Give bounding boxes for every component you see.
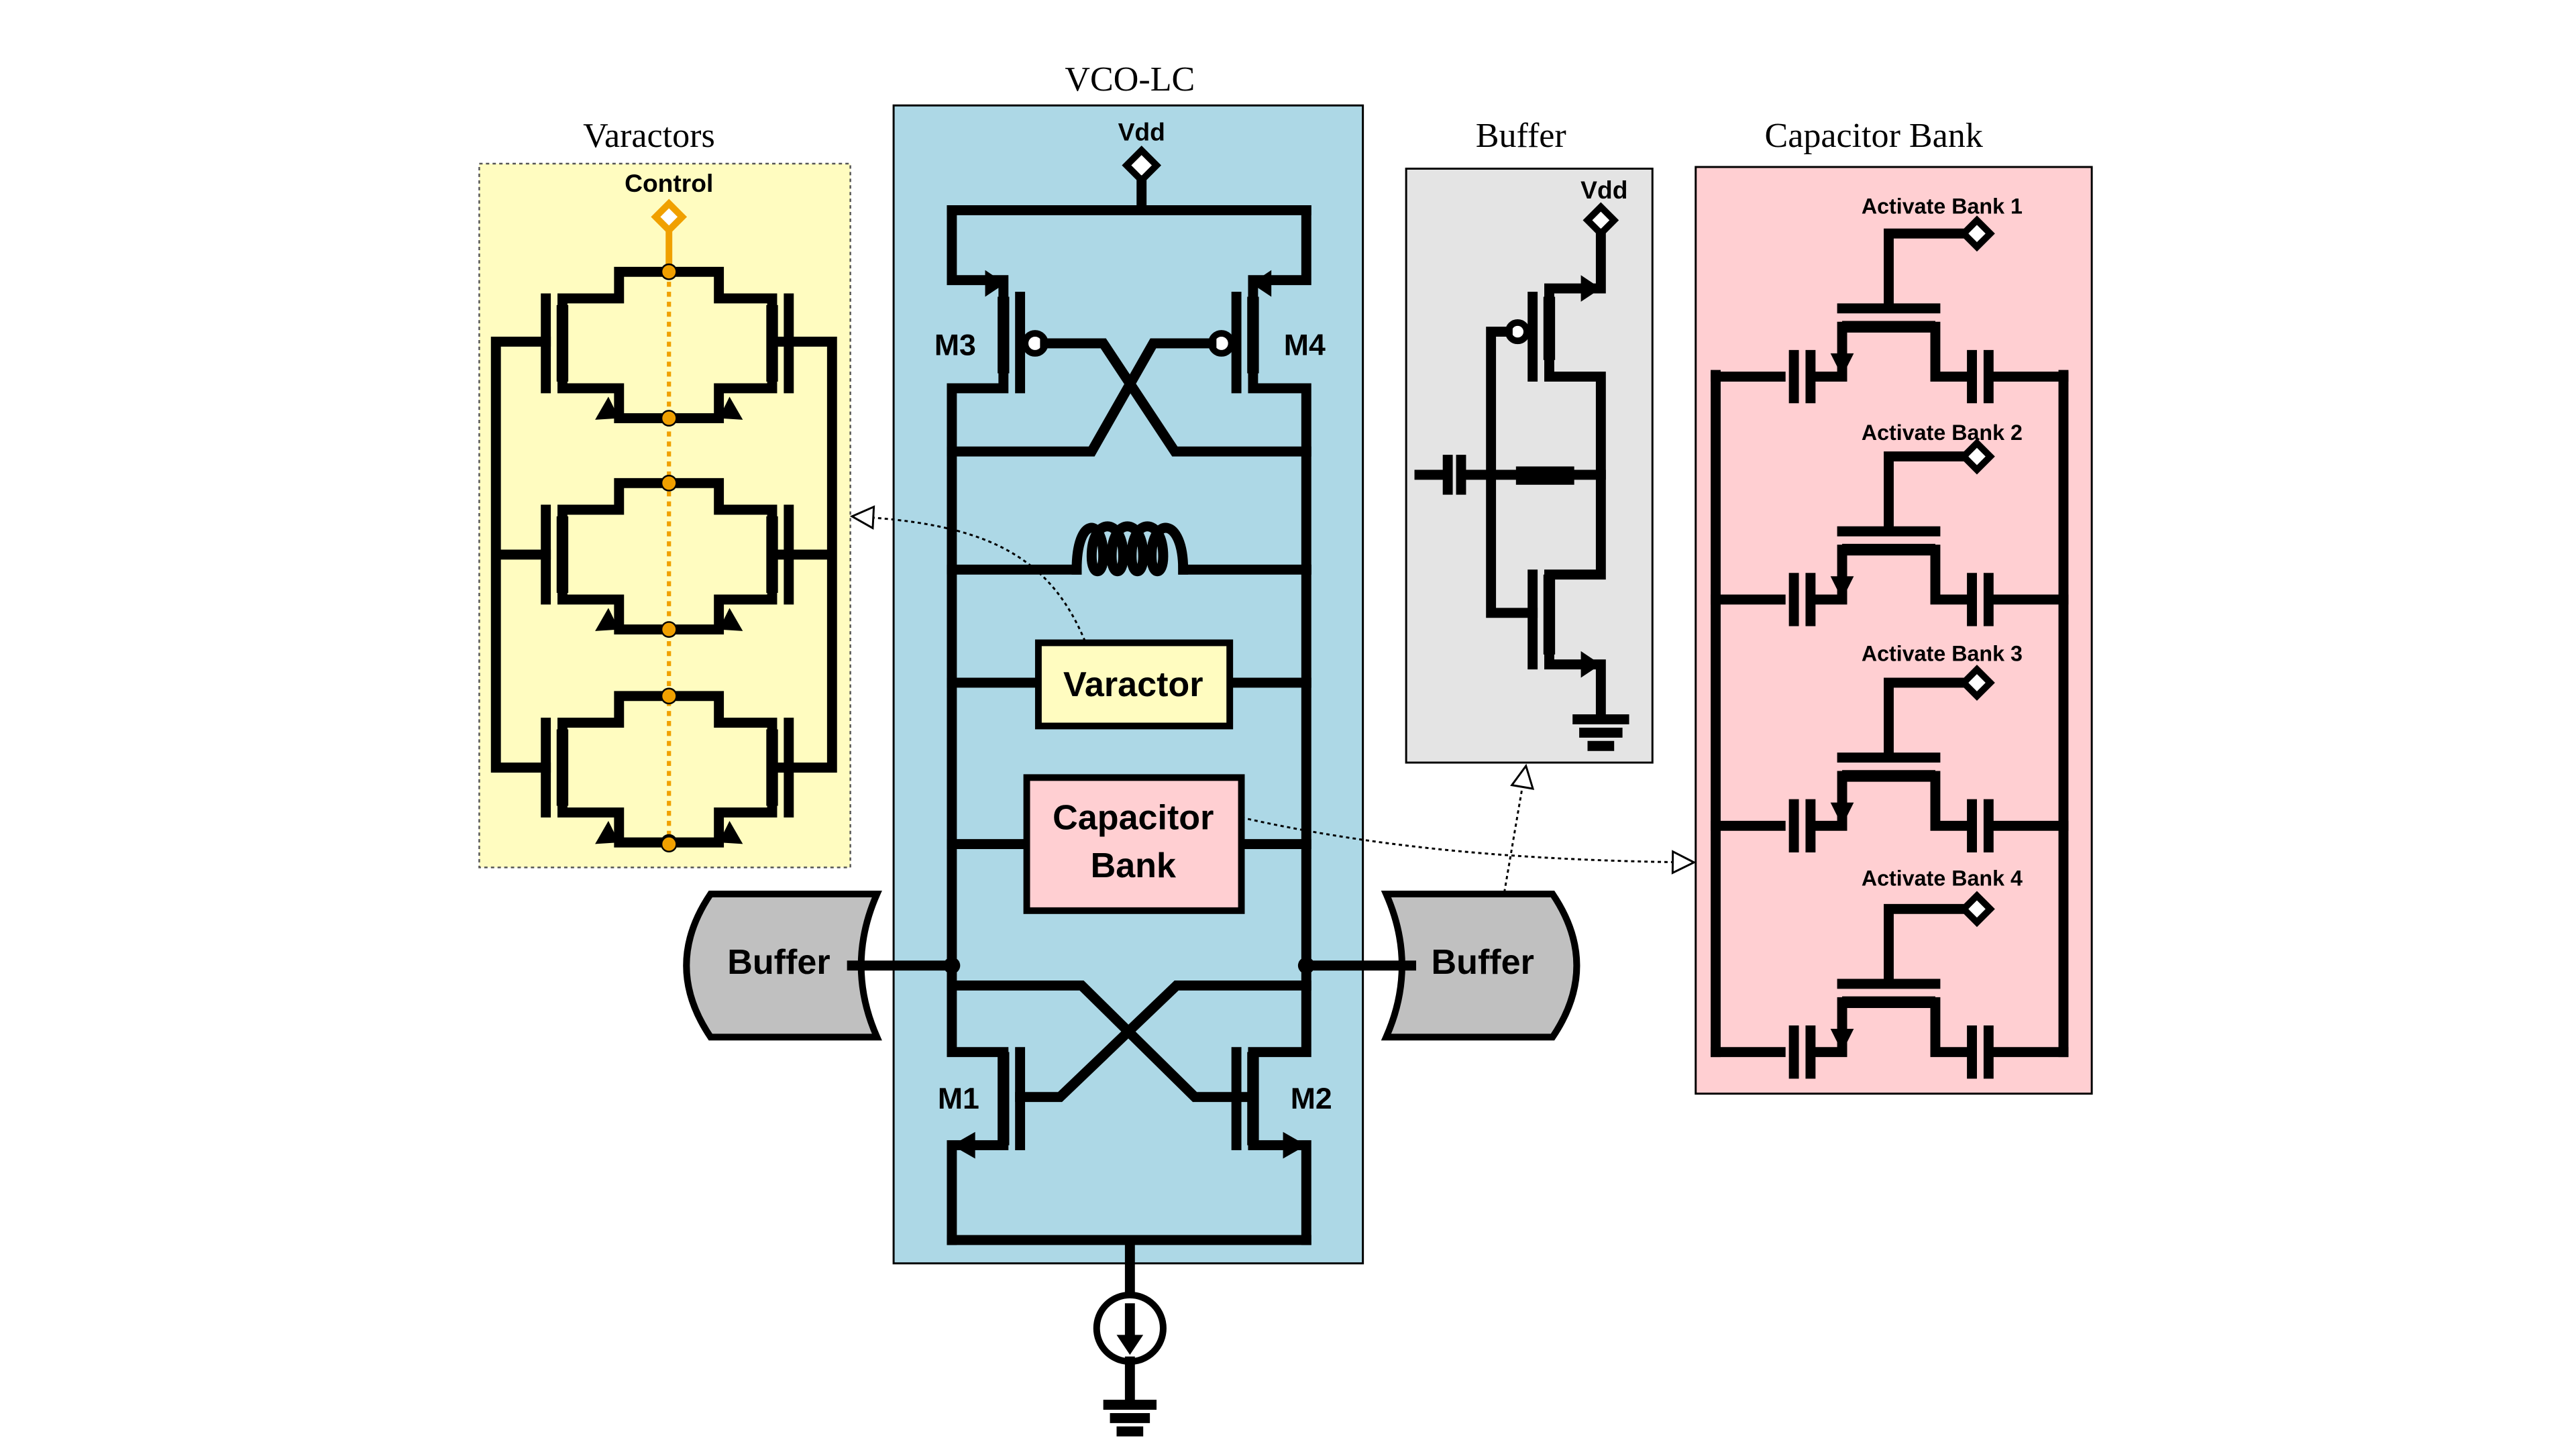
capbank-units <box>1711 215 2069 1079</box>
inductor-icon <box>947 521 1311 576</box>
buffer-right: Buffer <box>1381 891 1580 1041</box>
buffer-circuit: Vdd <box>1414 176 1629 751</box>
varactor-block-label: Varactor <box>1063 665 1203 704</box>
capbank-unit <box>1711 665 2069 853</box>
bank-label-3: Activate Bank 3 <box>1862 642 2023 666</box>
varactor-unit <box>541 474 794 638</box>
capbank-block-line1: Capacitor <box>1053 798 1214 837</box>
vco-title: VCO-LC <box>1065 60 1195 99</box>
varactor-block <box>1034 639 1234 730</box>
buffer-title: Buffer <box>1476 117 1566 155</box>
capbank-circuit <box>1711 370 2069 1058</box>
varactor-unit <box>541 263 794 427</box>
ground-icon <box>1572 714 1629 751</box>
varactor-units <box>541 263 794 851</box>
control-label: Control <box>625 169 713 197</box>
buffer-left: Buffer <box>683 891 882 1041</box>
capbank-unit <box>1711 891 2069 1079</box>
nmos-icon <box>1231 981 1311 1245</box>
current-source-icon <box>1093 1291 1167 1410</box>
m2-label: M2 <box>1291 1082 1332 1115</box>
varactor-unit <box>541 687 794 851</box>
m3-label: M3 <box>934 329 976 361</box>
vco-vdd-label: Vdd <box>1118 117 1165 146</box>
capbank-block-line2: Bank <box>1091 846 1177 885</box>
bank-label-4: Activate Bank 4 <box>1862 867 2023 891</box>
capbank-unit <box>1711 215 2069 404</box>
capbank-block <box>1023 774 1245 914</box>
ground-icon <box>1103 1400 1157 1437</box>
buffer-left-label: Buffer <box>727 943 830 982</box>
varactors-title: Varactors <box>583 117 715 155</box>
capacitor-icon <box>1414 455 1497 495</box>
pmos-icon <box>1505 275 1601 382</box>
capbank-connector-arrow <box>1241 816 1697 875</box>
resistor-icon <box>1515 466 1574 485</box>
m1-label: M1 <box>938 1082 979 1115</box>
buffer-right-label: Buffer <box>1432 943 1534 982</box>
m4-label: M4 <box>1284 329 1326 361</box>
bank-label-2: Activate Bank 2 <box>1862 421 2023 445</box>
varactors-circuit: Control <box>490 169 837 844</box>
nmos-icon <box>947 981 1026 1245</box>
buffer-connector-arrow <box>1503 763 1535 893</box>
capbank-title: Capacitor Bank <box>1764 117 1983 155</box>
capbank-unit <box>1711 438 2069 626</box>
buffer-vdd-label: Vdd <box>1580 176 1627 204</box>
bank-label-1: Activate Bank 1 <box>1862 194 2023 218</box>
vco-core: Vdd M3 M4 <box>934 117 1332 1300</box>
